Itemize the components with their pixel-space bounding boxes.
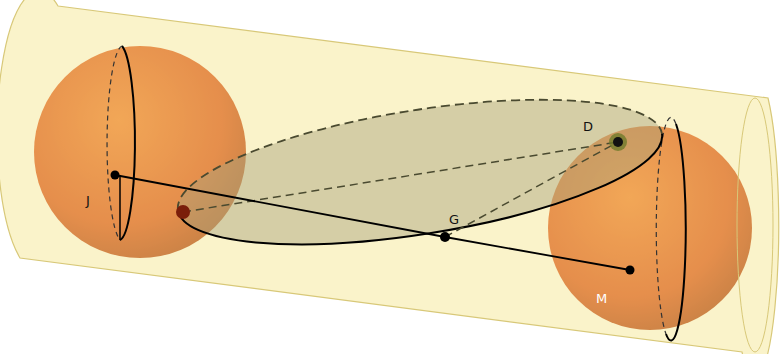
point-label: G <box>449 213 459 226</box>
contact-circle <box>120 46 135 240</box>
focal-line <box>445 142 618 237</box>
section-ellipse <box>168 72 671 271</box>
segment <box>119 175 121 240</box>
focus-halo <box>609 133 627 151</box>
point-j <box>111 171 120 180</box>
point-g <box>440 232 450 242</box>
generator-line <box>115 175 630 270</box>
point-d <box>613 137 623 147</box>
point-label: M <box>596 292 607 305</box>
point-label: D <box>583 120 593 133</box>
contact-circle <box>666 124 686 341</box>
point-label: J <box>86 194 90 207</box>
cylinder-end <box>737 98 773 352</box>
contact-circle-hidden <box>656 117 676 334</box>
contact-circle-hidden <box>107 46 122 240</box>
focus-point <box>176 205 190 219</box>
point-m <box>626 266 635 275</box>
